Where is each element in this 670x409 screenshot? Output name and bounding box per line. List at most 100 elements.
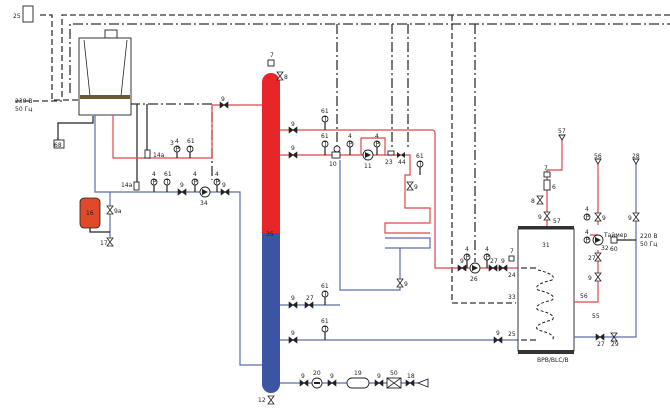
component-label: 9	[501, 258, 505, 265]
part-23: 23	[385, 150, 395, 166]
floor-heating-return-pipe	[339, 160, 431, 291]
component-label: 14а	[121, 182, 133, 189]
tank-model-label: BPB/BLC/B	[537, 357, 569, 364]
tank-label: 31	[542, 242, 550, 249]
component-label: 60	[610, 246, 618, 253]
component-label: 9	[291, 145, 295, 152]
component-label: 50	[390, 370, 398, 377]
component-label: 220 В	[640, 233, 657, 240]
component-label: 4	[375, 133, 379, 140]
component-label: 57	[553, 218, 561, 225]
expansion-vessel: 16 9а 17	[79, 197, 122, 247]
component-label: 56	[594, 153, 602, 160]
component-label: 9	[291, 330, 295, 337]
component-label: 50 Гц	[640, 241, 657, 248]
component-label: 23	[385, 159, 393, 166]
air-vent-7-tank: 7 24	[508, 248, 516, 279]
component-label: P	[376, 141, 380, 148]
component-label: 10	[329, 161, 337, 168]
component-label: 25	[508, 331, 516, 338]
component-label: P	[153, 179, 157, 186]
valve-17-label: 17	[100, 240, 108, 247]
boiler-power-label-1: 230 В	[15, 98, 32, 105]
component-label: 9	[460, 258, 464, 265]
component-label: 57	[558, 128, 566, 135]
component-label: 9	[602, 215, 606, 222]
component-label: P	[349, 141, 353, 148]
component-label: 4	[348, 133, 352, 140]
component-label: 61	[321, 318, 329, 325]
component-label: 4	[193, 171, 197, 178]
floor-heating-supply-pipe	[280, 154, 431, 234]
component-label: 26	[470, 276, 478, 283]
component-label: 27	[490, 258, 498, 265]
component-label: 61	[187, 138, 195, 145]
component-label: 4	[585, 206, 589, 213]
component-label: 8	[531, 198, 535, 205]
dhw-fittings: 6 7 8 9 57 56 28 9 27 9 9 27 29 55	[531, 128, 640, 348]
component-label: 27	[588, 255, 596, 262]
component-label: 20	[313, 370, 321, 377]
pump-11: 11	[362, 149, 374, 170]
component-label: 44	[398, 159, 406, 166]
cold-water-inlet-fittings: 9 20 9 19 9 50 18	[299, 370, 429, 389]
component-label: P	[466, 254, 470, 261]
component-label: 9	[180, 182, 184, 189]
component-label: P	[194, 179, 198, 186]
component-label: 9	[330, 373, 334, 380]
component-label: 9	[377, 373, 381, 380]
bypass-pipe	[360, 137, 386, 155]
component-label: 61	[164, 171, 172, 178]
component-label: T	[323, 116, 328, 123]
component-label: 28	[632, 153, 640, 160]
component-label: P	[216, 179, 220, 186]
circulation-pump-32: 32 Таймер 60 220 В 50 Гц	[592, 232, 657, 253]
sensor-14a-bottom: 14а	[121, 181, 140, 191]
gauges: P4 T61 3 P4 T61 P4 P4 T61 T61 P4 P4 T61 …	[150, 108, 591, 340]
tank-supply-pipe	[280, 129, 518, 269]
component-label: 4	[465, 246, 469, 253]
component-label: 29	[611, 341, 619, 348]
boiler: 230 В 50 Гц 68	[15, 29, 132, 149]
component-label: 9	[628, 215, 632, 222]
boiler-power-label-2: 50 Гц	[15, 106, 32, 113]
component-label: 9	[538, 214, 542, 221]
pump-34: 34	[199, 186, 211, 207]
component-label: 9	[301, 373, 305, 380]
component-label: 61	[321, 283, 329, 290]
thermostat-label: 25	[13, 13, 21, 20]
component-label: 32	[601, 245, 609, 252]
shutoff-valves: 9 9 9 9 9 9 9 9 27 9 9 9 27 9	[177, 96, 508, 344]
component-label: 6	[552, 184, 556, 191]
component-label: 7	[544, 165, 548, 172]
component-label: 27	[306, 295, 314, 302]
component-label: 34	[200, 200, 208, 207]
component-label: T	[323, 326, 328, 333]
component-label: 9	[588, 275, 592, 282]
component-label: 4	[585, 229, 589, 236]
mixing-valve-10: 10	[329, 145, 341, 168]
component-label: 4	[152, 171, 156, 178]
component-label: 9	[414, 184, 418, 191]
component-label: 24	[508, 272, 516, 279]
component-label: 7	[510, 248, 514, 255]
dhw-tank: 31 BPB/BLC/B 33 25 56 57	[508, 218, 588, 364]
component-label: 9	[221, 96, 225, 103]
control-wiring	[15, 14, 670, 304]
component-label: 61	[416, 153, 424, 160]
component-label: 4	[485, 246, 489, 253]
pump-26: 26	[469, 262, 481, 283]
component-label: 4	[175, 138, 179, 145]
expansion-vessel-label: 16	[86, 210, 94, 217]
component-label: P	[586, 214, 590, 221]
component-label: T	[418, 161, 423, 168]
component-label: 33	[508, 294, 516, 301]
valve-9a-label: 9а	[114, 208, 122, 215]
component-label: 9	[222, 182, 226, 189]
component-label: 55	[592, 313, 600, 320]
component-label: P	[486, 254, 490, 261]
hydraulic-separator: 35 7 8 12	[258, 52, 288, 405]
component-label: 9	[496, 330, 500, 337]
timer-label: Таймер	[603, 232, 627, 239]
drain-label: 68	[54, 142, 62, 149]
